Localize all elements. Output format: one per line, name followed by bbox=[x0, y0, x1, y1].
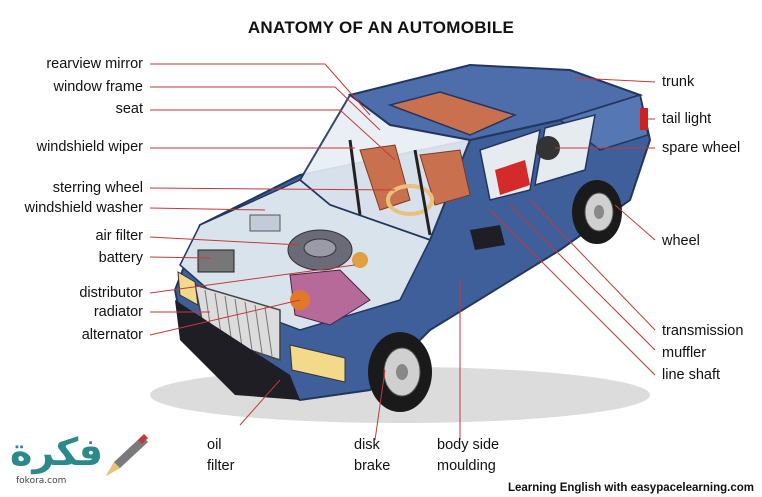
label-tail-light: tail light bbox=[662, 111, 712, 127]
label-alternator: alternator bbox=[81, 327, 143, 343]
label-body-side: body side bbox=[437, 437, 500, 453]
battery bbox=[197, 249, 235, 273]
watermark-text: فكرة bbox=[10, 430, 104, 474]
label-wheel: wheel bbox=[662, 233, 700, 249]
front-bumper bbox=[175, 300, 300, 400]
front-wheel bbox=[368, 332, 432, 412]
label-radiator: radiator bbox=[93, 304, 143, 320]
tail-light bbox=[640, 108, 648, 130]
label-distributor: distributor bbox=[79, 285, 143, 301]
sunroof bbox=[387, 91, 518, 136]
label-filter: filter bbox=[207, 458, 235, 474]
grille-bars bbox=[204, 289, 273, 357]
headlight-left bbox=[177, 271, 199, 306]
headlight-right bbox=[289, 344, 346, 383]
label-rearview-mirror: rearview mirror bbox=[46, 56, 143, 72]
air-filter-cap bbox=[303, 238, 337, 258]
wiper-right bbox=[413, 149, 432, 236]
label-brake: brake bbox=[354, 458, 391, 474]
label-windshield-wiper: windshield wiper bbox=[36, 139, 143, 155]
label-air-filter: air filter bbox=[95, 228, 143, 244]
label-window-frame: window frame bbox=[53, 79, 143, 95]
side-mirror bbox=[470, 225, 505, 250]
page-title: ANATOMY OF AN AUTOMOBILE bbox=[247, 18, 515, 37]
red-part bbox=[495, 160, 530, 195]
wiper-left bbox=[348, 139, 362, 216]
engine-block bbox=[289, 269, 371, 326]
leader-lines bbox=[149, 63, 656, 441]
spare-wheel bbox=[536, 136, 560, 160]
watermark-logo: فكرة fokora.com bbox=[6, 430, 156, 492]
label-transmission: transmission bbox=[662, 323, 744, 339]
label-muffler: muffler bbox=[662, 345, 707, 361]
seat-rear bbox=[419, 149, 471, 206]
label-disk: disk bbox=[354, 437, 380, 453]
washer-tank bbox=[249, 214, 281, 232]
rear-wheel bbox=[572, 180, 622, 244]
label-windshield-washer: windshield washer bbox=[24, 200, 143, 216]
label-spare-wheel: spare wheel bbox=[662, 140, 741, 156]
pencil-icon bbox=[106, 434, 148, 476]
footer-credit: Learning English with easypacelearning.c… bbox=[507, 482, 754, 494]
label-moulding: moulding bbox=[437, 458, 496, 474]
watermark-sub: fokora.com bbox=[16, 476, 67, 486]
label-oil: oil bbox=[207, 437, 222, 453]
steering-wheel bbox=[386, 184, 434, 216]
distributor-part bbox=[352, 252, 368, 268]
label-line-shaft: line shaft bbox=[662, 367, 721, 383]
side-window-rear bbox=[534, 113, 596, 187]
label-battery: battery bbox=[98, 250, 143, 266]
label-steering-wheel: sterring wheel bbox=[52, 180, 143, 196]
label-seat: seat bbox=[115, 101, 143, 117]
label-trunk: trunk bbox=[662, 74, 695, 90]
